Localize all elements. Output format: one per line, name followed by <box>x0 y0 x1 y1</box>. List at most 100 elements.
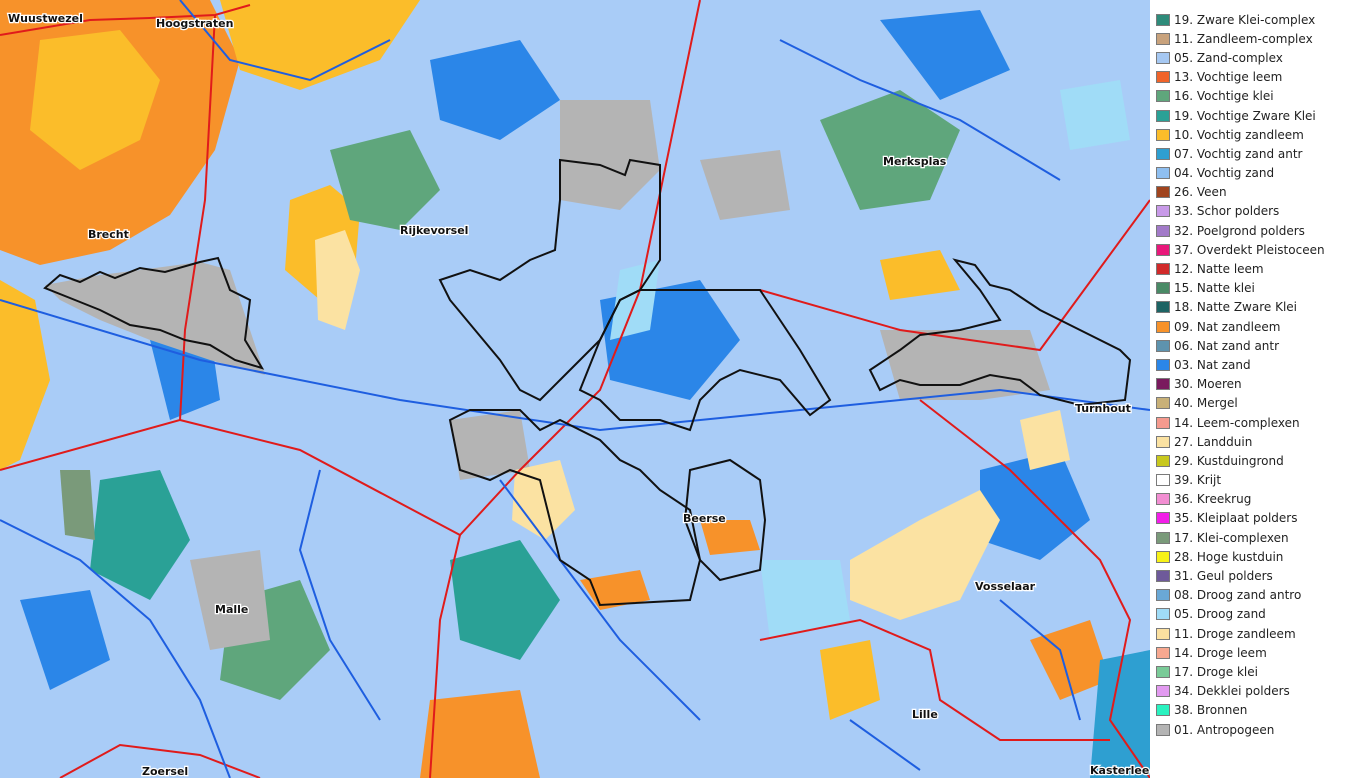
legend-swatch <box>1156 493 1170 506</box>
zone-landduin-vosselaar <box>850 490 1000 620</box>
zone-antropogeen-north <box>560 100 660 210</box>
zone-landduin-west <box>315 230 360 330</box>
legend-label: 19. Vochtige Zware Klei <box>1174 108 1316 123</box>
legend-item: 10. Vochtig zandleem <box>1156 125 1352 144</box>
legend-label: 37. Overdekt Pleistoceen <box>1174 242 1325 257</box>
zone-antropogeen-center <box>450 410 530 480</box>
legend-item: 11. Zandleem-complex <box>1156 29 1352 48</box>
zone-droog-zand-3 <box>1060 80 1130 150</box>
legend-label: 16. Vochtige klei <box>1174 89 1274 104</box>
zone-vochtige-klei-2 <box>820 90 960 210</box>
legend-swatch <box>1156 589 1170 602</box>
legend-label: 14. Leem-complexen <box>1174 415 1300 430</box>
stream-southeast <box>849 599 1081 771</box>
zone-antropogeen-turnhout <box>880 330 1050 400</box>
legend-item: 05. Droog zand <box>1156 605 1352 624</box>
place-label-malle: Malle <box>215 603 248 616</box>
legend-item: 01. Antropogeen <box>1156 720 1352 739</box>
legend-label: 38. Bronnen <box>1174 703 1248 718</box>
legend-swatch <box>1156 167 1170 180</box>
place-label-zoersel: Zoersel <box>142 765 188 778</box>
legend-swatch <box>1156 339 1170 352</box>
legend-label: 10. Vochtig zandleem <box>1174 127 1304 142</box>
legend-item: 11. Droge zandleem <box>1156 624 1352 643</box>
stream-center-south <box>499 479 701 721</box>
legend-item: 18. Natte Zware Klei <box>1156 298 1352 317</box>
legend-item: 38. Bronnen <box>1156 701 1352 720</box>
boundary-rijkevorsel-center <box>438 158 661 402</box>
zone-vochtig-zandleem-northwest <box>30 30 160 170</box>
stream-malle <box>298 469 381 721</box>
legend-item: 40. Mergel <box>1156 394 1352 413</box>
legend-label: 15. Natte klei <box>1174 281 1255 296</box>
legend-swatch <box>1156 263 1170 276</box>
legend-label: 31. Geul polders <box>1174 569 1273 584</box>
legend-item: 19. Zware Klei-complex <box>1156 10 1352 29</box>
border-brecht-west <box>0 14 216 471</box>
stream-merksplas <box>779 39 1061 181</box>
waterways <box>0 0 1150 778</box>
place-label-rijkevorsel: Rijkevorsel <box>400 224 468 237</box>
zone-vochtige-zware-klei-1 <box>90 470 190 600</box>
legend-label: 34. Dekklei polders <box>1174 684 1290 699</box>
legend-swatch <box>1156 90 1170 103</box>
place-label-brecht: Brecht <box>88 228 129 241</box>
legend-item: 05. Zand-complex <box>1156 48 1352 67</box>
legend-item: 27. Landduin <box>1156 432 1352 451</box>
legend-label: 05. Zand-complex <box>1174 50 1283 65</box>
legend-label: 05. Droog zand <box>1174 607 1266 622</box>
place-label-merksplas: Merksplas <box>883 155 947 168</box>
zone-antropogeen-merksplas <box>700 150 790 220</box>
legend-item: 36. Kreekrug <box>1156 490 1352 509</box>
legend-item: 28. Hoge kustduin <box>1156 547 1352 566</box>
legend-swatch <box>1156 570 1170 583</box>
zone-nat-zand-6 <box>880 10 1010 100</box>
study-area-boundaries <box>43 158 1132 607</box>
boundary-brecht <box>43 256 265 370</box>
legend-item: 09. Nat zandleem <box>1156 317 1352 336</box>
legend-item: 35. Kleiplaat polders <box>1156 509 1352 528</box>
zone-nat-zand-5 <box>20 590 110 690</box>
legend-item: 31. Geul polders <box>1156 566 1352 585</box>
legend-swatch <box>1156 723 1170 736</box>
legend-item: 15. Natte klei <box>1156 279 1352 298</box>
legend-swatch <box>1156 128 1170 141</box>
canal-dessel-schoten <box>0 299 1150 432</box>
zone-landduin-east <box>1020 410 1070 470</box>
legend-label: 12. Natte leem <box>1174 262 1264 277</box>
legend-label: 35. Kleiplaat polders <box>1174 511 1298 526</box>
map-canvas[interactable]: Wuustwezel Hoogstraten Merksplas Brecht … <box>0 0 1150 778</box>
legend-swatch <box>1156 416 1170 429</box>
legend-label: 17. Droge klei <box>1174 664 1258 679</box>
legend-swatch <box>1156 205 1170 218</box>
legend-label: 04. Vochtig zand <box>1174 166 1275 181</box>
boundary-turnhout <box>868 258 1132 407</box>
border-turnhout-south <box>919 399 1150 778</box>
legend-item: 32. Poelgrond polders <box>1156 221 1352 240</box>
place-label-turnhout: Turnhout <box>1075 402 1131 415</box>
legend-swatch <box>1156 531 1170 544</box>
border-north-1 <box>0 4 251 36</box>
legend-item: 37. Overdekt Pleistoceen <box>1156 240 1352 259</box>
border-south-west <box>429 534 461 778</box>
legend-label: 19. Zware Klei-complex <box>1174 12 1316 27</box>
zone-nat-zand-4 <box>980 450 1090 560</box>
legend-item: 39. Krijt <box>1156 471 1352 490</box>
zone-nat-zandleem-beerse <box>700 520 760 555</box>
legend-label: 40. Mergel <box>1174 396 1238 411</box>
legend-item: 29. Kustduingrond <box>1156 451 1352 470</box>
legend-swatch <box>1156 13 1170 26</box>
border-zoersel <box>59 743 261 778</box>
legend-swatch <box>1156 685 1170 698</box>
legend-item: 16. Vochtige klei <box>1156 87 1352 106</box>
legend-item: 17. Droge klei <box>1156 662 1352 681</box>
legend-label: 03. Nat zand <box>1174 357 1251 372</box>
zone-landduin-center <box>512 460 575 540</box>
zone-vochtig-zandleem-west <box>0 280 50 470</box>
place-label-wuustwezel: Wuustwezel <box>8 12 83 25</box>
legend-label: 36. Kreekrug <box>1174 492 1252 507</box>
legend-item: 17. Klei-complexen <box>1156 528 1352 547</box>
legend-swatch <box>1156 550 1170 563</box>
legend-item: 26. Veen <box>1156 183 1352 202</box>
legend-swatch <box>1156 435 1170 448</box>
